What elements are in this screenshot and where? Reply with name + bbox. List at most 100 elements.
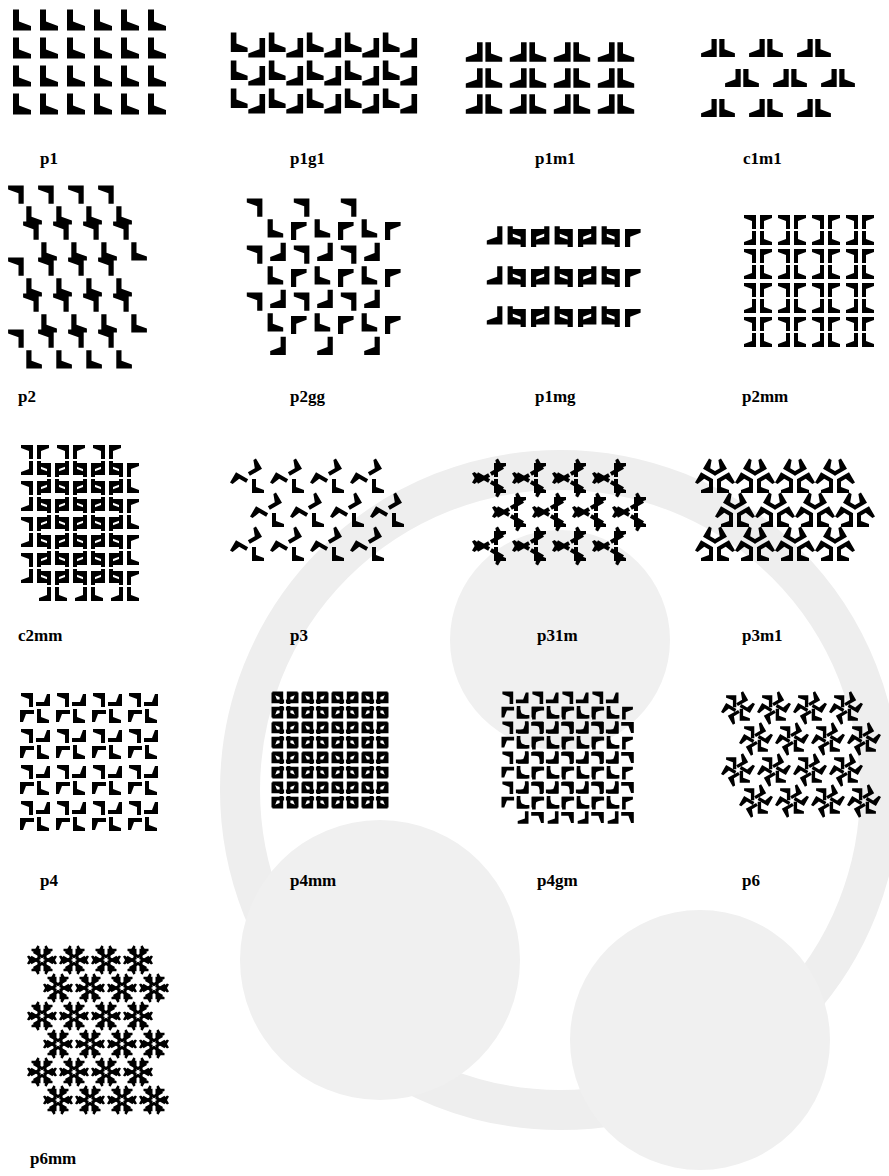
motif — [53, 222, 69, 240]
motif — [317, 752, 328, 765]
motif — [127, 499, 139, 513]
motif — [270, 337, 286, 355]
motif — [57, 553, 69, 567]
motif — [53, 294, 69, 312]
motif — [346, 722, 359, 733]
motif — [149, 1085, 163, 1098]
motif — [787, 722, 802, 737]
motif — [116, 350, 132, 368]
motif — [591, 812, 604, 823]
motif — [592, 472, 610, 489]
motif — [93, 497, 105, 511]
motif — [347, 722, 358, 735]
motif — [749, 458, 767, 475]
motif — [272, 796, 283, 809]
motif — [332, 722, 343, 735]
motif — [776, 698, 791, 713]
motif — [791, 69, 807, 87]
motif — [622, 767, 633, 780]
group-label: c2mm — [18, 627, 62, 644]
motif — [606, 752, 619, 763]
motif — [846, 215, 858, 229]
motif — [307, 32, 324, 52]
motif — [112, 1089, 121, 1100]
motif — [37, 781, 49, 795]
motif — [127, 463, 139, 477]
motif — [592, 797, 605, 808]
motif — [290, 506, 308, 523]
motif — [769, 492, 787, 509]
motif — [695, 472, 713, 489]
motif — [502, 752, 513, 765]
motif — [302, 692, 315, 703]
watermark-circle — [570, 910, 830, 1170]
motif — [109, 817, 121, 831]
motif — [625, 269, 641, 287]
motif — [93, 445, 105, 459]
motif — [534, 306, 550, 324]
motif — [376, 707, 389, 718]
motif — [562, 722, 573, 735]
motif — [21, 693, 33, 707]
motif — [20, 746, 34, 758]
motif — [69, 1074, 83, 1087]
motif — [287, 706, 298, 719]
motif — [128, 710, 142, 722]
motif — [93, 517, 105, 531]
motif — [762, 695, 772, 707]
motif — [73, 745, 85, 759]
motif — [510, 94, 527, 114]
motif — [848, 760, 863, 775]
motif — [93, 729, 105, 743]
motif — [362, 797, 375, 808]
motif — [576, 722, 589, 733]
motif — [577, 708, 590, 719]
motif — [715, 506, 733, 523]
motif — [317, 243, 333, 261]
motif — [744, 317, 756, 331]
motif — [562, 782, 573, 795]
motif — [317, 706, 328, 719]
motif — [547, 768, 560, 779]
motif — [304, 492, 322, 509]
motif — [69, 945, 83, 958]
motif — [332, 707, 345, 718]
motif — [20, 818, 34, 830]
motif — [617, 94, 634, 114]
motif — [516, 722, 529, 733]
motif — [272, 767, 285, 778]
group-label: p1mg — [535, 388, 576, 405]
motif — [292, 479, 304, 493]
motif — [828, 265, 840, 279]
motif — [606, 458, 624, 475]
motif — [57, 481, 69, 495]
motif — [846, 231, 858, 245]
motif — [332, 782, 343, 795]
motif — [466, 94, 483, 114]
motif — [75, 587, 87, 601]
motif — [73, 553, 85, 567]
motif — [286, 722, 299, 733]
motif — [96, 949, 105, 960]
motif — [111, 571, 123, 585]
motif — [502, 692, 513, 705]
motif — [37, 1001, 51, 1014]
motif — [486, 548, 504, 565]
motif — [317, 766, 328, 779]
motif — [57, 461, 69, 475]
motif — [269, 88, 286, 108]
motif — [554, 94, 571, 114]
motif — [244, 526, 262, 543]
motif — [272, 706, 283, 719]
motif — [317, 736, 328, 749]
motif — [762, 757, 772, 769]
motif — [111, 499, 123, 513]
motif — [247, 246, 263, 264]
motif — [231, 88, 248, 108]
motif — [743, 69, 759, 87]
motif — [737, 506, 755, 523]
motif — [345, 60, 362, 80]
motif — [733, 691, 748, 706]
motif — [621, 752, 634, 763]
motif — [778, 249, 790, 263]
